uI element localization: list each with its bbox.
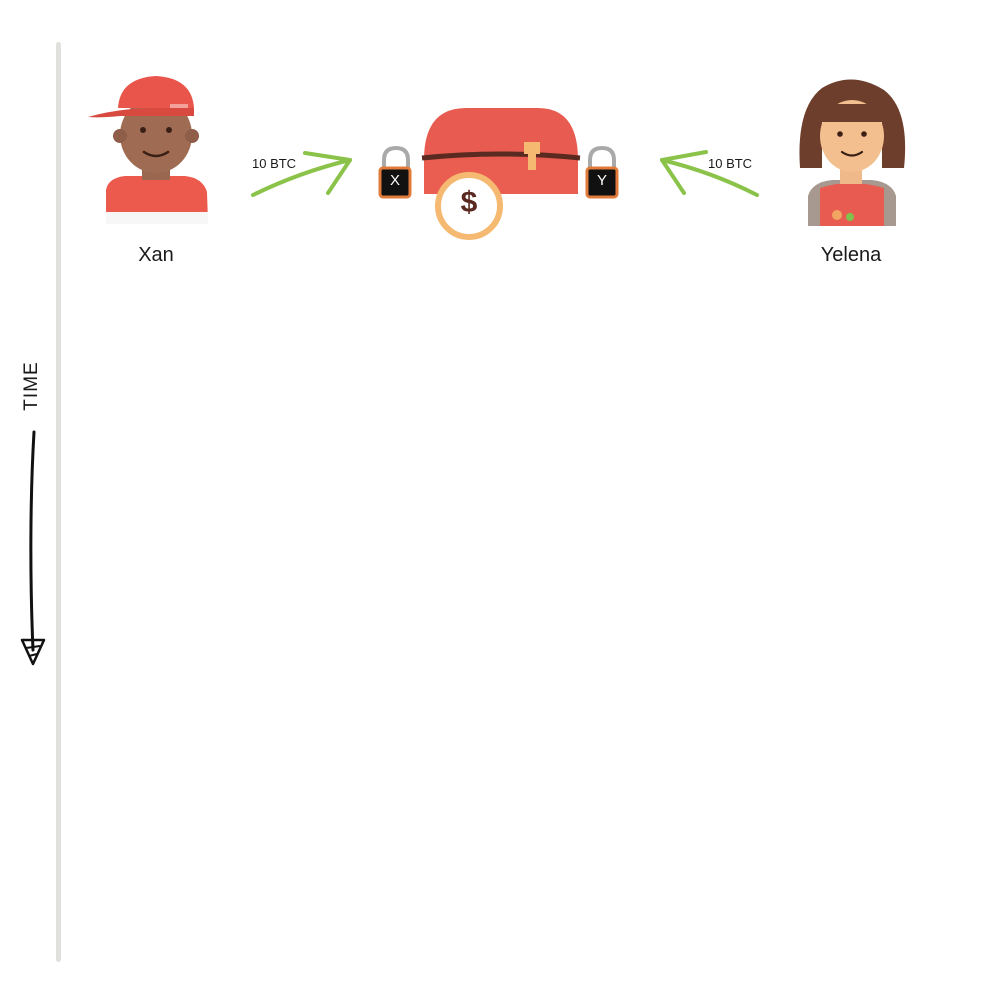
lock-y-label: Y (596, 172, 607, 189)
xan-avatar (88, 76, 208, 224)
xan-amount-label: 10 BTC (252, 156, 297, 171)
coin-symbol: $ (460, 186, 478, 219)
yelena-deposit-arrow-icon (660, 150, 759, 197)
time-arrow-icon (20, 430, 46, 666)
yelena-name: Yelena (820, 244, 882, 266)
lock-y-icon (585, 145, 619, 199)
yelena-amount-label: 10 BTC (708, 156, 753, 171)
yelena-avatar (799, 79, 906, 226)
timeline-bar (56, 42, 61, 962)
lock-x-label: X (389, 172, 400, 189)
treasure-chest-icon (421, 108, 581, 194)
xan-deposit-arrow-icon (251, 151, 352, 197)
xan-name: Xan (138, 244, 174, 266)
coin-icon (435, 172, 503, 240)
lock-x-icon (378, 145, 412, 199)
